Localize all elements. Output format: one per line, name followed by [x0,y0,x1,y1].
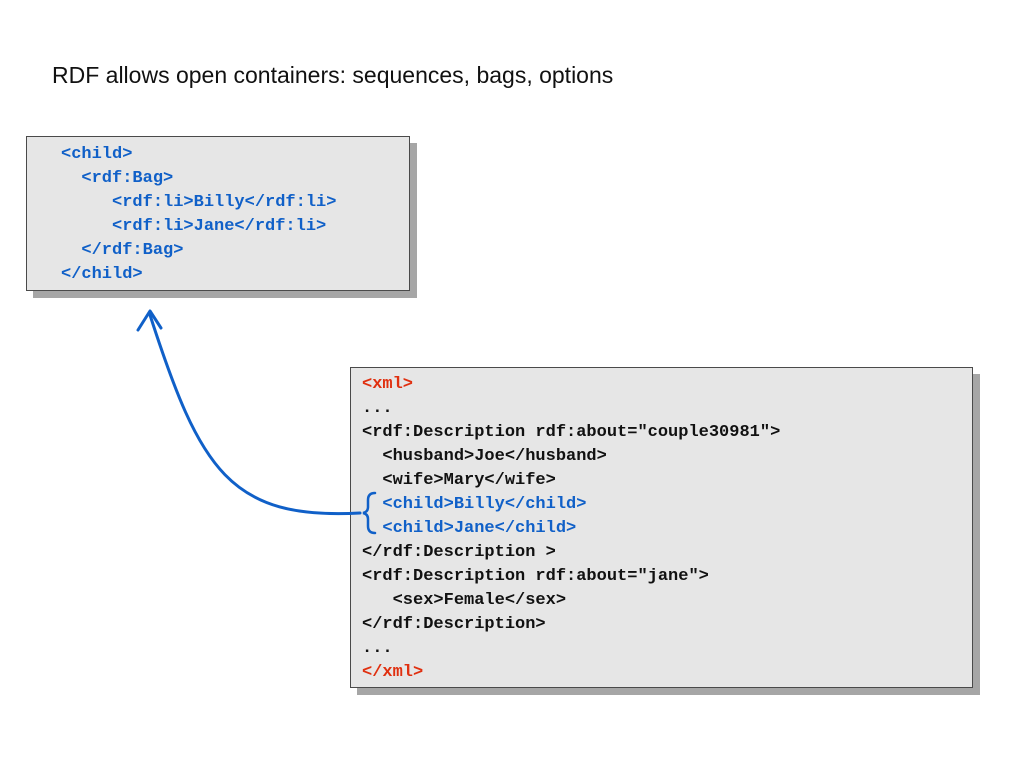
xml-description-code-box: <xml> ... <rdf:Description rdf:about="co… [350,367,973,688]
code-line: <xml> [362,375,414,394]
code-line: </rdf:Bag> [61,241,184,260]
code-line: <rdf:li>Jane</rdf:li> [61,217,327,236]
code-line: <child>Billy</child> [362,495,587,514]
code-line: <child> [61,145,133,164]
code-line: <rdf:li>Billy</rdf:li> [61,193,337,212]
code-line: <child>Jane</child> [362,519,577,538]
code-line: <rdf:Description rdf:about="couple30981"… [362,423,781,442]
code-line: <sex>Female</sex> [362,591,567,610]
code-line: <rdf:Description rdf:about="jane"> [362,567,709,586]
code-line: </xml> [362,663,424,682]
code-line: ... [362,639,393,658]
rdf-bag-code-box: <child> <rdf:Bag> <rdf:li>Billy</rdf:li>… [26,136,410,291]
slide-title: RDF allows open containers: sequences, b… [52,62,614,88]
code-line: ... [362,399,393,418]
code-line: <husband>Joe</husband> [362,447,607,466]
code-line: <rdf:Bag> [61,169,174,188]
code-line: <wife>Mary</wife> [362,471,556,490]
connector-arrow [148,313,362,516]
arrowhead-icon [136,309,163,332]
code-line: </rdf:Description> [362,615,546,634]
code-line: </child> [61,265,143,284]
code-line: </rdf:Description > [362,543,556,562]
